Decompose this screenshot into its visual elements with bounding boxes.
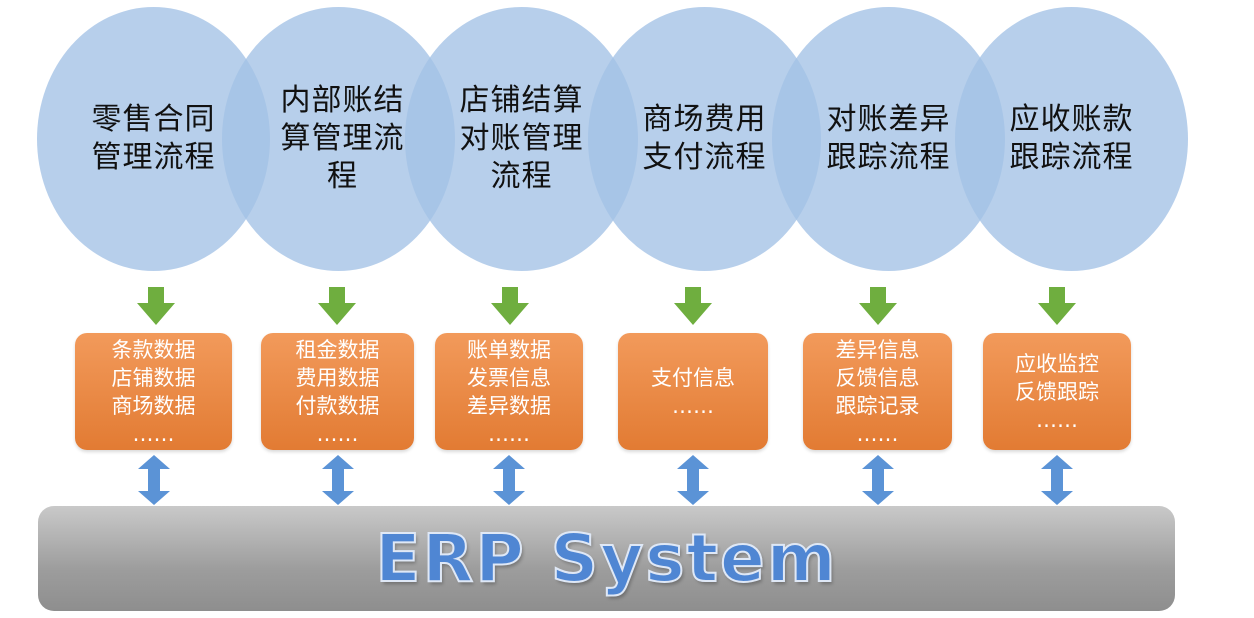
data-box-4: 支付信息 ……	[618, 333, 768, 450]
data-box-3: 账单数据 发票信息 差异数据 ……	[435, 333, 583, 450]
double-arrow-icon	[138, 455, 170, 505]
process-label-6: 应收账款 跟踪流程	[1009, 102, 1134, 175]
double-arrow-icon	[322, 455, 354, 505]
down-arrow-icon	[491, 287, 529, 325]
erp-system-bar: ERP System	[38, 506, 1175, 611]
data-box-1: 条款数据 店铺数据 商场数据 ……	[75, 333, 232, 450]
process-label-4: 商场费用 支付流程	[642, 102, 767, 175]
process-label-2: 内部账结 算管理流 程	[280, 83, 405, 194]
process-circles: 零售合同 管理流程 内部账结 算管理流 程 店铺结算 对账管理 流程 商场费用 …	[0, 0, 1254, 290]
erp-system-title: ERP System	[374, 519, 838, 598]
down-arrow-icon	[318, 287, 356, 325]
process-label-1: 零售合同 管理流程	[91, 102, 216, 175]
double-arrow-icon	[862, 455, 894, 505]
process-label-3: 店铺结算 对账管理 流程	[459, 83, 584, 194]
double-arrow-icon	[493, 455, 525, 505]
process-circle-6: 应收账款 跟踪流程	[955, 7, 1188, 271]
data-box-6: 应收监控 反馈跟踪 ……	[983, 333, 1131, 450]
data-box-5: 差异信息 反馈信息 跟踪记录 ……	[803, 333, 952, 450]
data-box-2: 租金数据 费用数据 付款数据 ……	[261, 333, 414, 450]
process-label-5: 对账差异 跟踪流程	[826, 102, 951, 175]
double-arrow-icon	[1041, 455, 1073, 505]
down-arrow-icon	[674, 287, 712, 325]
down-arrow-icon	[1038, 287, 1076, 325]
down-arrow-icon	[859, 287, 897, 325]
double-arrow-icon	[677, 455, 709, 505]
down-arrow-icon	[137, 287, 175, 325]
